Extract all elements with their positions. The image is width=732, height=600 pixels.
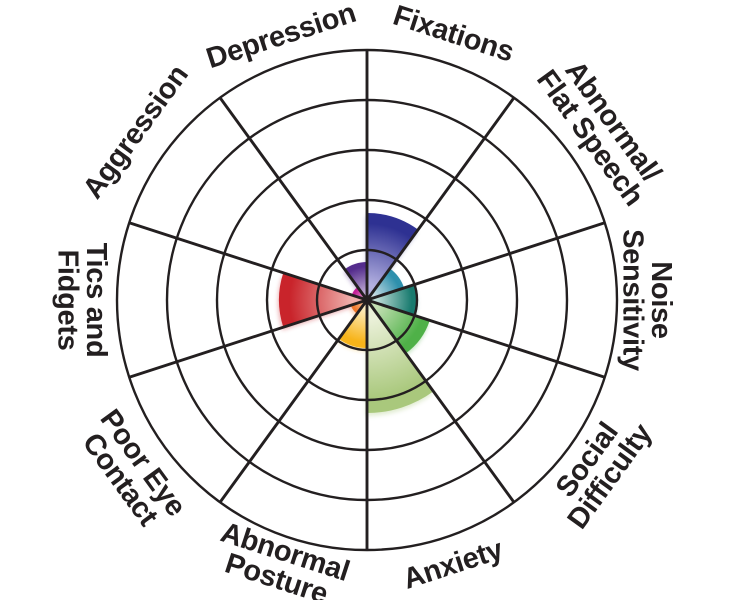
sector-label-aggression: Aggression xyxy=(77,59,195,204)
sector-label-abnormal-posture: AbnormalPosture xyxy=(208,516,353,600)
sector-label-poor-eye-contact: Poor EyeContact xyxy=(71,404,192,539)
wedge-tics-and-fidgets xyxy=(279,272,367,328)
wedge-noise-sensitivity xyxy=(367,284,418,316)
spoke-gridline-depression xyxy=(218,96,369,301)
wedge-abnormal-flat-speech xyxy=(367,268,405,300)
sector-label-tics-and-fidgets: Tics andFidgets xyxy=(52,243,112,358)
spoke-gridline-social-difficulty xyxy=(366,298,606,379)
spoke-grid xyxy=(128,50,606,550)
sector-label-social-difficulty: SocialDifficulty xyxy=(539,401,659,534)
sector-label-noise-sensitivity: NoiseSensitivity xyxy=(617,229,677,371)
sector-label-fixations: Fixations xyxy=(389,0,517,69)
sector-label-depression: Depression xyxy=(203,0,360,75)
spoke-gridline-noise-sensitivity xyxy=(366,221,606,302)
wedge-anxiety xyxy=(367,300,434,413)
spoke-gridline-aggression xyxy=(128,221,368,302)
spoke-gridline-tics-and-fidgets xyxy=(128,298,368,379)
spoke-gridline-anxiety xyxy=(365,299,516,504)
spoke-gridline-poor-eye-contact xyxy=(218,299,369,504)
sector-label-anxiety: Anxiety xyxy=(399,534,507,596)
spoke-gridline-abnormal-flat-speech xyxy=(365,96,516,301)
wedge-social-difficulty xyxy=(367,300,430,354)
